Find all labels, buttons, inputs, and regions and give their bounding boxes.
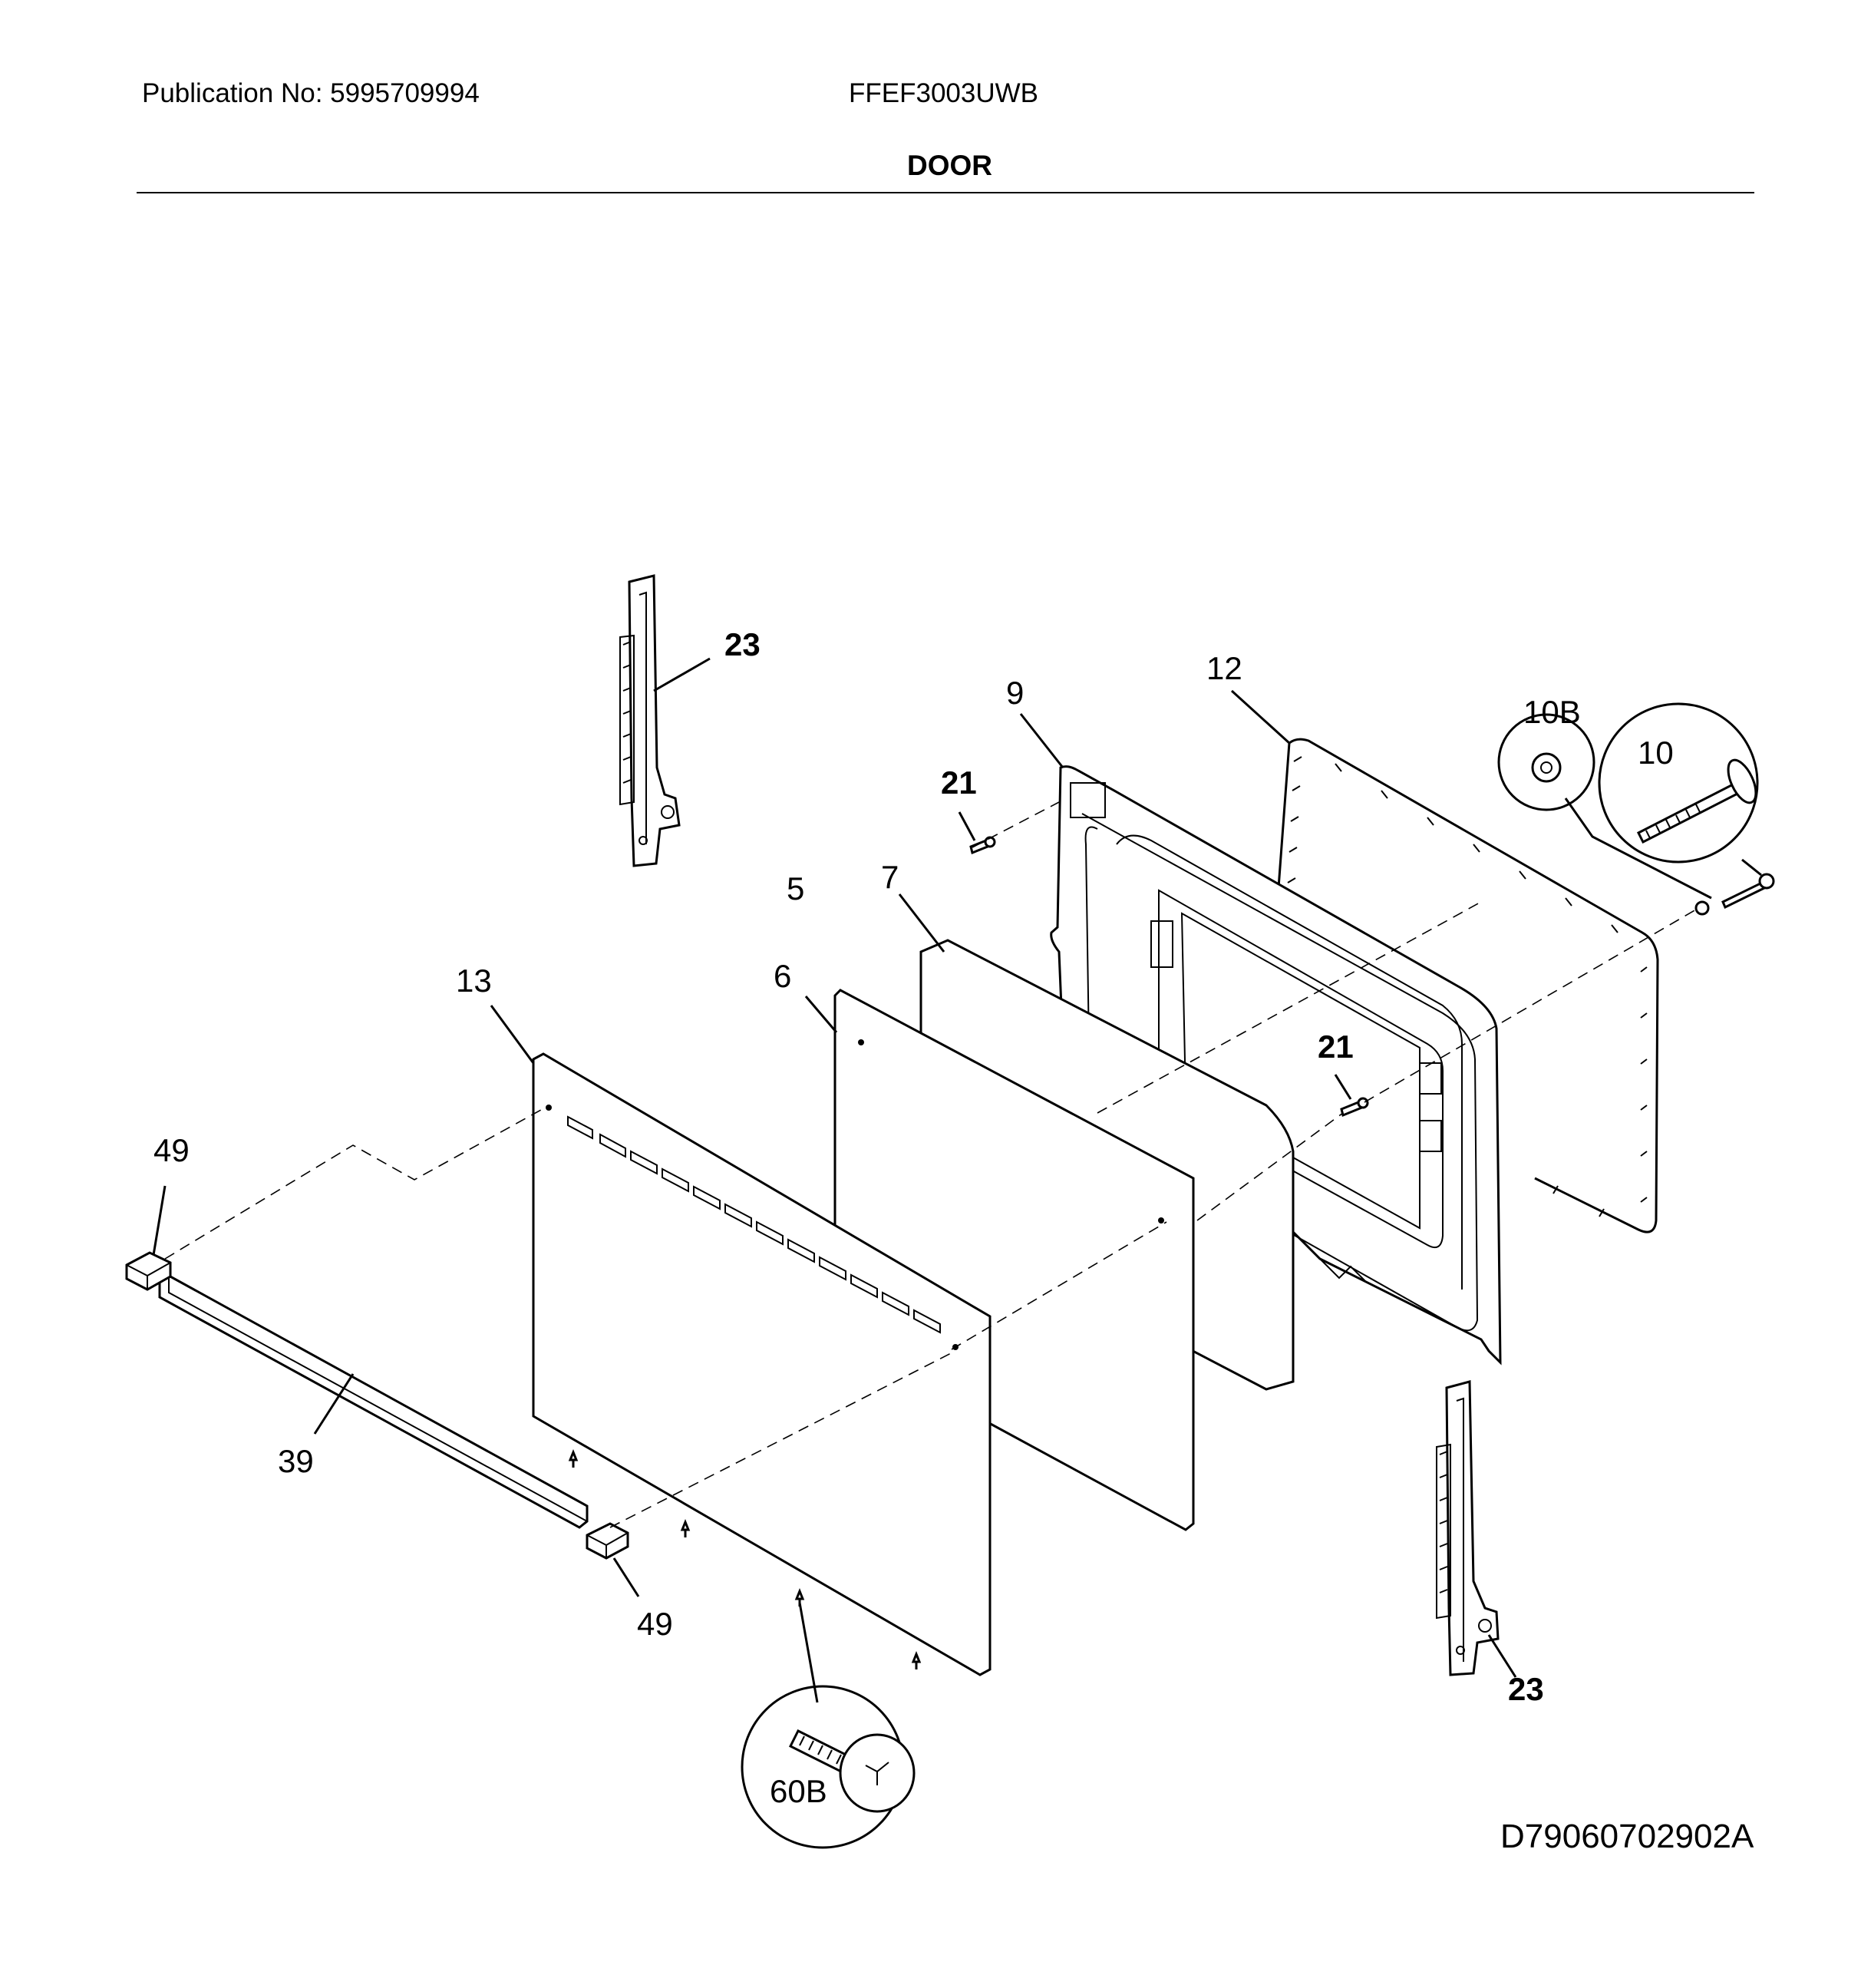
hinge-top xyxy=(619,574,681,867)
publication-number: Publication No: 5995709994 xyxy=(142,78,480,108)
screw-magnifier xyxy=(741,1685,916,1849)
door-trim xyxy=(158,1274,589,1529)
callout-screw-bolt: 10 xyxy=(1638,735,1674,771)
end-cap-right xyxy=(586,1522,629,1560)
header-rule xyxy=(137,192,1754,193)
callout-hinge-bottom: 23 xyxy=(1508,1671,1544,1707)
callout-door-liner: 9 xyxy=(1006,675,1024,711)
callout-stud-top: 21 xyxy=(941,764,977,801)
callout-stud-mid: 21 xyxy=(1318,1029,1354,1065)
assembly-lines xyxy=(164,801,1697,1528)
callout-trim: 39 xyxy=(278,1443,314,1479)
leader-lines xyxy=(152,657,1762,1703)
callout-screw: 60B xyxy=(770,1773,827,1809)
model-number: FFEF3003UWB xyxy=(849,78,1038,108)
callout-gasket: 12 xyxy=(1206,650,1242,686)
panel-screws xyxy=(568,1448,922,1669)
callout-inner-glass: 6 xyxy=(774,958,791,994)
diagram-code: D79060702902A xyxy=(1500,1818,1754,1855)
end-cap-left xyxy=(125,1251,172,1291)
callout-door-assembly: 5 xyxy=(787,870,804,906)
callout-insulation: 7 xyxy=(881,859,899,895)
callout-washer: 10B xyxy=(1523,694,1581,730)
door-outer-panel xyxy=(532,1052,992,1676)
stud-top xyxy=(969,836,996,855)
hinge-bottom xyxy=(1436,1380,1500,1676)
stud-mid xyxy=(1340,1097,1369,1118)
bolt-magnifier xyxy=(1598,702,1759,864)
callout-end-cap-left: 49 xyxy=(153,1132,190,1168)
callout-outer-panel: 13 xyxy=(456,963,492,999)
washer-bolt-small xyxy=(1694,873,1775,916)
callout-hinge-top: 23 xyxy=(724,626,761,662)
section-title: DOOR xyxy=(907,150,992,181)
callout-end-cap-right: 49 xyxy=(637,1606,673,1642)
washer-magnifier xyxy=(1497,713,1595,811)
